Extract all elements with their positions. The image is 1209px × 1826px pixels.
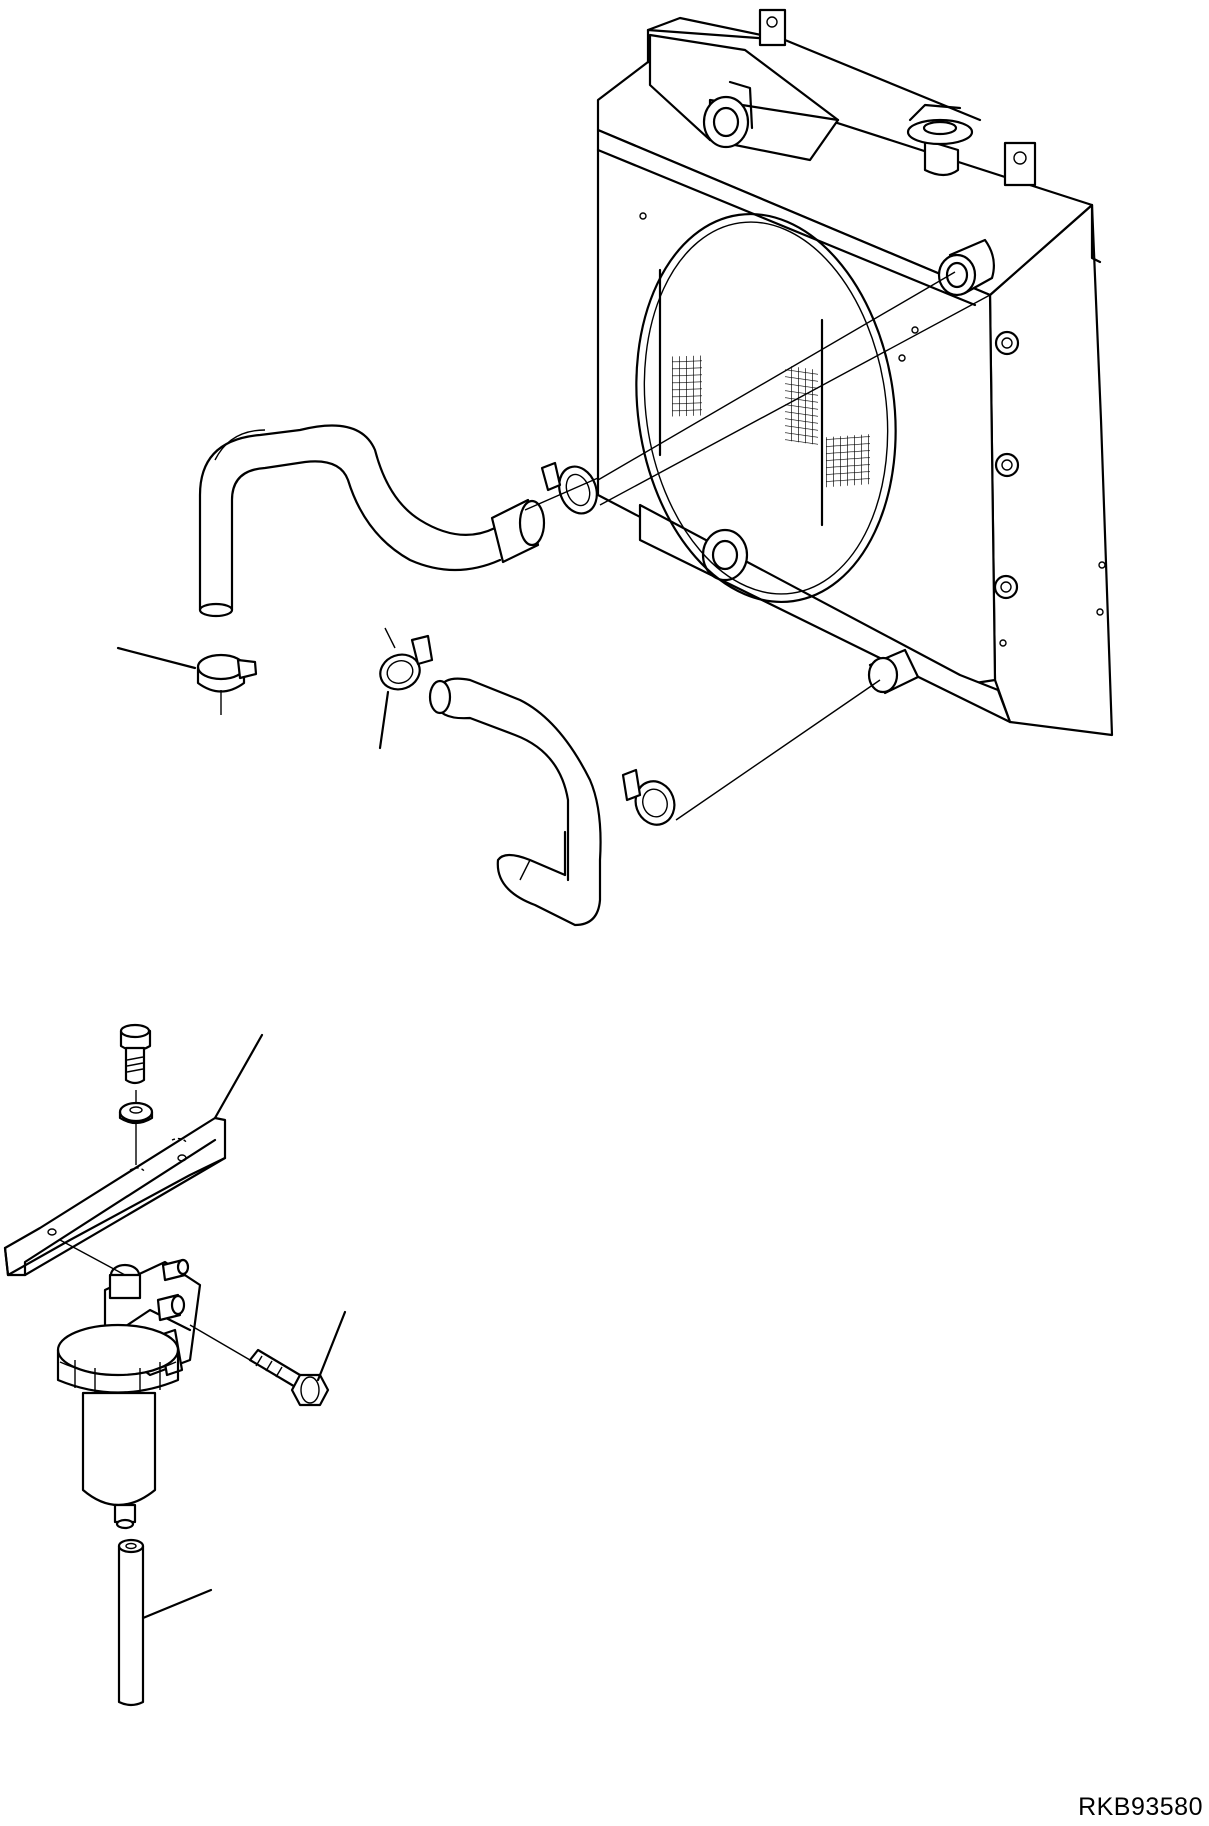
tube-icon — [119, 1540, 143, 1705]
bolt-icon — [121, 1025, 150, 1083]
filter-icon — [58, 1260, 200, 1528]
washer-icon — [120, 1103, 152, 1123]
hose-icon — [200, 426, 544, 617]
bolt-icon — [995, 332, 1018, 598]
radiator-icon — [598, 10, 1112, 735]
drawing-reference-code: RKB93580 — [1078, 1793, 1203, 1821]
clamp-icon — [198, 461, 680, 830]
callout-leaders — [118, 648, 388, 1618]
assembly-lines — [221, 478, 880, 820]
bolt-icon — [250, 1350, 328, 1405]
hose-icon — [430, 679, 601, 925]
assembly-lines — [60, 1090, 250, 1360]
bracket-icon — [5, 1118, 225, 1275]
